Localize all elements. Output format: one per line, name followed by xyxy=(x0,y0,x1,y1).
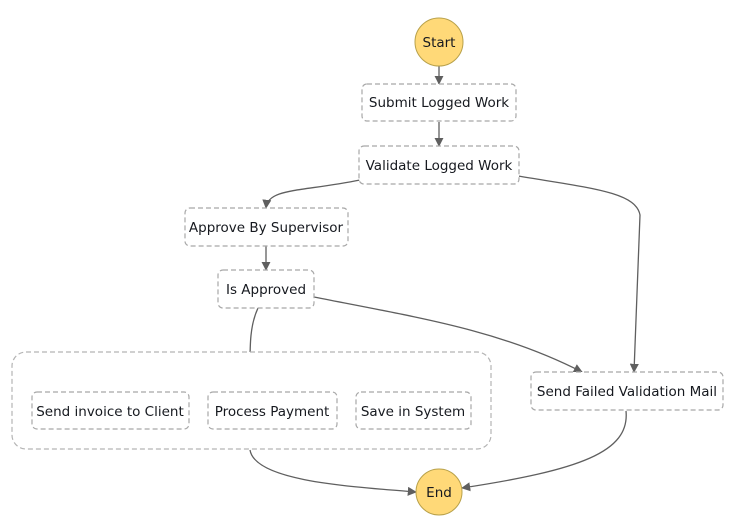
process-payment-box xyxy=(207,391,338,430)
send-failed-validation-mail-node[interactable]: Send Failed Validation Mail xyxy=(530,371,724,411)
validate-box xyxy=(358,145,520,185)
edge-validate-to-failed xyxy=(517,175,641,373)
edge-parallel-to-end xyxy=(249,449,417,496)
save-system-label: Save in System xyxy=(361,404,465,420)
send-failed-box xyxy=(530,371,724,411)
send-invoice-node[interactable]: Send invoice to Client xyxy=(31,391,190,430)
submit-logged-work-node[interactable]: Submit Logged Work xyxy=(361,83,517,122)
send-invoice-box xyxy=(31,391,190,430)
end-node[interactable]: End xyxy=(415,468,463,516)
submit-label: Submit Logged Work xyxy=(369,95,509,111)
validate-logged-work-node[interactable]: Validate Logged Work xyxy=(358,145,520,185)
approve-box xyxy=(184,207,349,247)
is-approved-box xyxy=(217,269,315,309)
submit-box xyxy=(361,83,517,122)
end-label: End xyxy=(426,485,452,501)
send-failed-label: Send Failed Validation Mail xyxy=(537,384,717,400)
process-payment-node[interactable]: Process Payment xyxy=(207,391,338,430)
start-label: Start xyxy=(423,35,456,51)
is-approved-label: Is Approved xyxy=(226,282,306,298)
process-payment-label: Process Payment xyxy=(215,404,330,420)
edge-validate-to-approve xyxy=(262,179,361,209)
start-circle xyxy=(414,17,464,67)
start-node[interactable]: Start xyxy=(414,17,464,67)
validate-label: Validate Logged Work xyxy=(366,158,513,174)
is-approved-node[interactable]: Is Approved xyxy=(217,269,315,309)
save-system-box xyxy=(355,391,472,430)
end-circle xyxy=(415,468,463,516)
approve-label: Approve By Supervisor xyxy=(189,220,344,236)
edge-isapproved-to-failed xyxy=(313,296,583,373)
edge-failed-to-end xyxy=(461,410,627,492)
send-invoice-label: Send invoice to Client xyxy=(36,404,184,420)
approve-by-supervisor-node[interactable]: Approve By Supervisor xyxy=(184,207,349,247)
save-in-system-node[interactable]: Save in System xyxy=(355,391,472,430)
